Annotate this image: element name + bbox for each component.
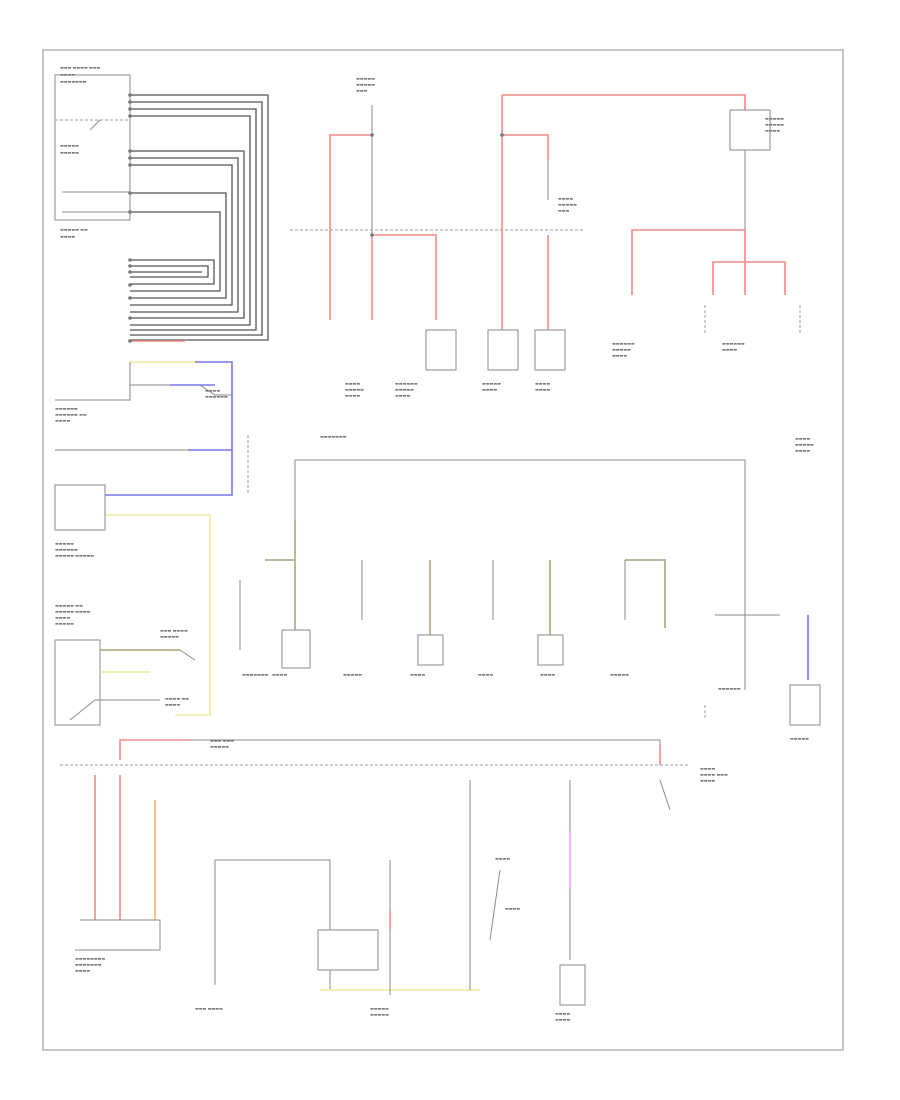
svg-text:▬▬▬: ▬▬▬ <box>356 88 368 93</box>
svg-text:▬▬▬▬▬▬ ▬▬: ▬▬▬▬▬▬ ▬▬ <box>55 412 87 417</box>
svg-text:▬▬▬▬▬▬▬: ▬▬▬▬▬▬▬ <box>320 434 347 439</box>
svg-text:▬▬▬▬ ▬▬: ▬▬▬▬ ▬▬ <box>165 696 189 701</box>
svg-text:▬▬▬▬: ▬▬▬▬ <box>345 393 360 398</box>
svg-text:▬▬▬▬: ▬▬▬▬ <box>535 381 550 386</box>
svg-text:▬▬▬▬: ▬▬▬▬ <box>478 672 493 677</box>
svg-text:▬▬▬▬▬: ▬▬▬▬▬ <box>356 82 375 87</box>
svg-text:▬▬▬▬: ▬▬▬▬ <box>795 436 810 441</box>
svg-text:▬▬▬▬: ▬▬▬▬ <box>612 353 627 358</box>
svg-text:▬▬▬▬▬▬: ▬▬▬▬▬▬ <box>395 381 418 386</box>
svg-text:▬▬▬▬▬: ▬▬▬▬▬ <box>356 76 375 81</box>
diagram-frame <box>42 49 844 1051</box>
svg-text:▬▬▬▬▬▬: ▬▬▬▬▬▬ <box>612 341 635 346</box>
svg-text:▬▬▬▬▬ ▬▬▬▬▬: ▬▬▬▬▬ ▬▬▬▬▬ <box>55 553 94 558</box>
svg-text:▬▬▬▬▬: ▬▬▬▬▬ <box>60 143 79 148</box>
svg-text:▬▬▬: ▬▬▬ <box>558 208 570 213</box>
bottom-fuse-block: ▬▬▬ ▬▬▬▬▬▬▬▬ ▬▬▬▬▬▬▬▬ ▬▬▬▬▬▬▬ ▬▬▬▬▬▬▬▬▬▬… <box>60 738 728 973</box>
svg-text:▬▬▬▬▬▬: ▬▬▬▬▬▬ <box>205 394 228 399</box>
svg-text:▬▬▬▬: ▬▬▬▬ <box>410 672 425 677</box>
svg-text:▬▬▬ ▬▬▬▬: ▬▬▬ ▬▬▬▬ <box>160 628 188 633</box>
svg-text:▬▬▬▬▬▬: ▬▬▬▬▬▬ <box>718 686 741 691</box>
svg-text:▬▬▬▬▬: ▬▬▬▬▬ <box>160 634 179 639</box>
svg-text:▬▬▬▬▬▬▬: ▬▬▬▬▬▬▬ <box>60 79 87 84</box>
svg-text:▬▬▬▬▬▬▬: ▬▬▬▬▬▬▬ <box>242 672 269 677</box>
svg-text:▬▬▬▬: ▬▬▬▬ <box>765 128 780 133</box>
svg-text:▬▬▬▬▬: ▬▬▬▬▬ <box>612 347 631 352</box>
svg-text:▬▬▬▬▬: ▬▬▬▬▬ <box>55 541 74 546</box>
svg-text:▬▬▬▬▬: ▬▬▬▬▬ <box>55 621 74 626</box>
svg-text:▬▬▬▬▬: ▬▬▬▬▬ <box>345 387 364 392</box>
svg-text:▬▬▬▬▬: ▬▬▬▬▬ <box>765 122 784 127</box>
svg-text:▬▬▬▬: ▬▬▬▬ <box>495 856 510 861</box>
svg-text:▬▬▬▬▬: ▬▬▬▬▬ <box>395 387 414 392</box>
lower-left-module: ▬▬▬▬▬ ▬▬▬▬▬▬▬ ▬▬▬▬▬▬▬▬▬▬▬▬▬ ▬▬▬ ▬▬▬▬▬▬▬▬… <box>54 603 196 726</box>
svg-text:▬▬▬ ▬▬▬▬: ▬▬▬ ▬▬▬▬ <box>195 1006 223 1011</box>
svg-text:▬▬▬▬▬: ▬▬▬▬▬ <box>210 744 229 749</box>
svg-text:▬▬▬▬▬: ▬▬▬▬▬ <box>343 672 362 677</box>
svg-text:▬▬▬▬: ▬▬▬▬ <box>555 1011 570 1016</box>
svg-text:▬▬▬▬▬▬: ▬▬▬▬▬▬ <box>55 547 78 552</box>
svg-text:▬▬▬▬▬: ▬▬▬▬▬ <box>790 736 809 741</box>
svg-text:▬▬▬▬▬: ▬▬▬▬▬ <box>765 116 784 121</box>
svg-text:▬▬▬▬▬: ▬▬▬▬▬ <box>370 1006 389 1011</box>
svg-text:▬▬▬▬: ▬▬▬▬ <box>345 381 360 386</box>
svg-text:▬▬▬▬: ▬▬▬▬ <box>395 393 410 398</box>
svg-text:▬▬▬▬ ▬▬▬: ▬▬▬▬ ▬▬▬ <box>700 772 728 777</box>
svg-text:▬▬▬▬▬: ▬▬▬▬▬ <box>482 381 501 386</box>
svg-text:▬▬▬▬▬: ▬▬▬▬▬ <box>795 442 814 447</box>
svg-text:▬▬▬▬: ▬▬▬▬ <box>55 418 70 423</box>
svg-text:▬▬▬▬: ▬▬▬▬ <box>205 388 220 393</box>
svg-text:▬▬▬▬▬ ▬▬: ▬▬▬▬▬ ▬▬ <box>55 603 83 608</box>
svg-text:▬▬▬ ▬▬▬▬ ▬▬▬: ▬▬▬ ▬▬▬▬ ▬▬▬ <box>60 65 101 70</box>
svg-text:▬▬▬▬▬ ▬▬: ▬▬▬▬▬ ▬▬ <box>60 227 88 232</box>
svg-text:▬▬▬▬: ▬▬▬▬ <box>55 615 70 620</box>
svg-text:▬▬▬▬▬▬: ▬▬▬▬▬▬ <box>722 341 745 346</box>
svg-text:▬▬▬▬: ▬▬▬▬ <box>60 72 75 77</box>
top-fuse-block: ▬▬▬▬▬▬▬▬▬▬▬▬▬ ▬▬▬▬▬▬▬▬▬▬▬▬ ▬▬▬▬▬▬▬▬▬▬▬▬▬… <box>290 76 585 398</box>
svg-text:▬▬▬▬▬: ▬▬▬▬▬ <box>370 1012 389 1017</box>
svg-text:▬▬▬▬▬▬: ▬▬▬▬▬▬ <box>55 406 78 411</box>
svg-text:▬▬▬ ▬▬▬: ▬▬▬ ▬▬▬ <box>210 738 234 743</box>
svg-text:▬▬▬▬: ▬▬▬▬ <box>60 234 75 239</box>
svg-text:▬▬▬▬: ▬▬▬▬ <box>700 766 715 771</box>
bottom-middle: ▬▬▬ ▬▬▬▬ ▬▬▬▬▬▬▬▬▬▬ ▬▬▬▬▬▬▬▬ ▬▬▬▬▬▬▬▬ <box>195 779 671 1022</box>
svg-text:▬▬▬▬▬ ▬▬▬▬: ▬▬▬▬▬ ▬▬▬▬ <box>55 609 91 614</box>
left-mid-section: ▬▬▬▬▬▬▬▬▬▬▬▬ ▬▬▬▬▬▬ ▬▬▬▬▬▬▬▬▬▬▬▬▬▬▬▬ ▬▬▬… <box>54 361 249 716</box>
svg-text:▬▬▬▬▬: ▬▬▬▬▬ <box>558 202 577 207</box>
svg-text:▬▬▬▬▬▬▬▬: ▬▬▬▬▬▬▬▬ <box>75 956 105 961</box>
svg-text:▬▬▬▬: ▬▬▬▬ <box>722 347 737 352</box>
svg-text:▬▬▬▬▬▬▬: ▬▬▬▬▬▬▬ <box>75 962 102 967</box>
svg-text:▬▬▬▬: ▬▬▬▬ <box>165 702 180 707</box>
svg-text:▬▬▬▬: ▬▬▬▬ <box>505 906 520 911</box>
left-harness: ▬▬▬ ▬▬▬▬ ▬▬▬▬▬▬▬▬▬▬▬▬▬▬ ▬▬▬▬▬▬▬▬▬▬ ▬▬▬▬▬… <box>54 65 269 343</box>
svg-text:▬▬▬▬▬: ▬▬▬▬▬ <box>60 150 79 155</box>
svg-text:▬▬▬▬: ▬▬▬▬ <box>75 968 90 973</box>
svg-text:▬▬▬▬: ▬▬▬▬ <box>535 387 550 392</box>
svg-text:▬▬▬▬▬: ▬▬▬▬▬ <box>610 672 629 677</box>
svg-text:▬▬▬▬: ▬▬▬▬ <box>795 448 810 453</box>
svg-text:▬▬▬▬: ▬▬▬▬ <box>555 1017 570 1022</box>
middle-bus: ▬▬▬▬▬▬▬ ▬▬▬▬▬▬▬▬▬▬▬▬▬ ▬▬▬▬▬▬▬▬▬▬▬ ▬▬▬▬▬▬… <box>239 434 821 741</box>
svg-text:▬▬▬▬: ▬▬▬▬ <box>558 196 573 201</box>
top-right-section: ▬▬▬▬▬▬▬▬▬▬▬▬▬▬ ▬▬▬▬▬▬▬▬▬▬▬▬▬▬▬ ▬▬▬▬▬▬▬▬▬… <box>502 94 801 358</box>
svg-text:▬▬▬▬: ▬▬▬▬ <box>700 778 715 783</box>
svg-text:▬▬▬▬: ▬▬▬▬ <box>540 672 555 677</box>
svg-text:▬▬▬▬: ▬▬▬▬ <box>272 672 287 677</box>
svg-text:▬▬▬▬: ▬▬▬▬ <box>482 387 497 392</box>
